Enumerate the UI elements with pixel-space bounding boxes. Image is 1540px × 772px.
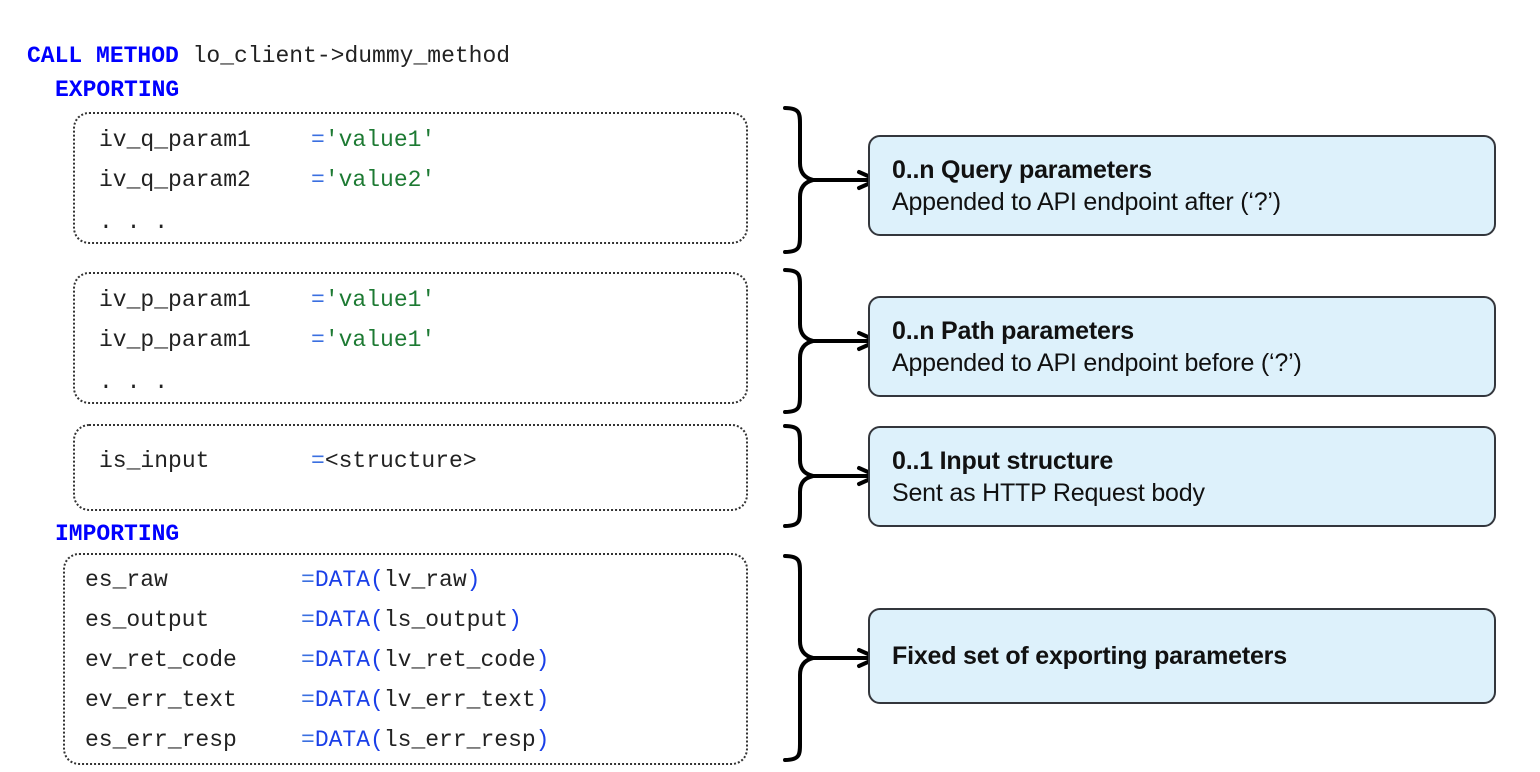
code-line: es_err_resp=DATA(ls_err_resp) bbox=[85, 727, 550, 753]
data-variable: lv_err_text bbox=[383, 687, 536, 713]
code-line-ellipsis: . . . bbox=[99, 369, 169, 395]
connector-brace-arrow-query bbox=[783, 106, 879, 254]
connector-brace-arrow-importing bbox=[783, 554, 879, 762]
param-name: es_output bbox=[85, 607, 210, 633]
call-method-keyword: CALL METHOD bbox=[27, 43, 179, 69]
callout-query-parameters: 0..n Query parameters Appended to API en… bbox=[868, 135, 1496, 236]
call-method-statement: CALL METHOD lo_client->dummy_method bbox=[27, 43, 510, 69]
connector-brace-arrow-input bbox=[783, 424, 879, 528]
data-keyword: DATA bbox=[314, 567, 371, 593]
callout-subtitle: Sent as HTTP Request body bbox=[892, 478, 1205, 507]
assign-operator: = bbox=[301, 647, 315, 673]
callout-input-structure: 0..1 Input structure Sent as HTTP Reques… bbox=[868, 426, 1496, 527]
code-line: es_output=DATA(ls_output) bbox=[85, 607, 522, 633]
data-variable: ls_output bbox=[383, 607, 509, 633]
param-value: 'value1' bbox=[324, 327, 436, 353]
param-name: ev_err_text bbox=[85, 687, 237, 713]
assign-operator: = bbox=[311, 127, 325, 153]
assign-operator: = bbox=[301, 607, 315, 633]
code-line: iv_q_param1 ='value1' bbox=[99, 129, 435, 152]
callout-subtitle: Appended to API endpoint after (‘?’) bbox=[892, 187, 1281, 216]
param-name: is_input bbox=[99, 448, 210, 474]
code-line: ev_err_text=DATA(lv_err_text) bbox=[85, 687, 550, 713]
importing-keyword: IMPORTING bbox=[55, 521, 180, 547]
code-line: iv_p_param1 ='value1' bbox=[99, 329, 435, 352]
param-value: 'value2' bbox=[324, 167, 436, 193]
code-line-ellipsis: . . . bbox=[99, 209, 169, 235]
code-box-importing-parameters: es_raw=DATA(lv_raw) es_output=DATA(ls_ou… bbox=[63, 553, 748, 765]
data-variable: lv_ret_code bbox=[383, 647, 536, 673]
data-keyword: DATA bbox=[314, 727, 371, 753]
data-keyword: DATA bbox=[314, 607, 371, 633]
data-variable: ls_err_resp bbox=[383, 727, 536, 753]
param-name: es_err_resp bbox=[85, 727, 237, 753]
data-keyword: DATA bbox=[314, 647, 371, 673]
assign-operator: = bbox=[311, 287, 325, 313]
callout-path-parameters: 0..n Path parameters Appended to API end… bbox=[868, 296, 1496, 397]
param-name: iv_q_param1 bbox=[99, 127, 251, 153]
code-line: es_raw=DATA(lv_raw) bbox=[85, 567, 481, 593]
exporting-keyword: EXPORTING bbox=[55, 77, 180, 103]
param-name: iv_q_param2 bbox=[99, 167, 251, 193]
param-value: 'value1' bbox=[324, 127, 436, 153]
call-method-target: lo_client->dummy_method bbox=[178, 43, 511, 69]
assign-operator: = bbox=[311, 448, 325, 474]
code-line: is_input =<structure> bbox=[99, 450, 477, 473]
code-box-query-parameters: iv_q_param1='value1' iv_q_param2='value2… bbox=[73, 112, 748, 244]
data-keyword: DATA bbox=[314, 687, 371, 713]
callout-fixed-exporting-parameters: Fixed set of exporting parameters bbox=[868, 608, 1496, 704]
data-variable: lv_raw bbox=[383, 567, 467, 593]
assign-operator: = bbox=[301, 687, 315, 713]
code-line: iv_q_param2 ='value2' bbox=[99, 169, 435, 192]
callout-title: Fixed set of exporting parameters bbox=[892, 642, 1287, 670]
callout-subtitle: Appended to API endpoint before (‘?’) bbox=[892, 348, 1302, 377]
assign-operator: = bbox=[311, 327, 325, 353]
callout-title: 0..n Query parameters bbox=[892, 155, 1152, 184]
assign-operator: = bbox=[301, 567, 315, 593]
param-name: ev_ret_code bbox=[85, 647, 237, 673]
callout-title: 0..n Path parameters bbox=[892, 316, 1134, 345]
assign-operator: = bbox=[311, 167, 325, 193]
connector-brace-arrow-path bbox=[783, 268, 879, 414]
code-line: ev_ret_code=DATA(lv_ret_code) bbox=[85, 647, 550, 673]
assign-operator: = bbox=[301, 727, 315, 753]
callout-title: 0..1 Input structure bbox=[892, 446, 1114, 475]
code-line: iv_p_param1 ='value1' bbox=[99, 289, 435, 312]
param-name: es_raw bbox=[85, 567, 168, 593]
code-box-path-parameters: iv_p_param1='value1' iv_p_param1='value1… bbox=[73, 272, 748, 404]
param-name: iv_p_param1 bbox=[99, 327, 251, 353]
param-name: iv_p_param1 bbox=[99, 287, 251, 313]
param-value: 'value1' bbox=[324, 287, 436, 313]
abap-code-block: CALL METHOD lo_client->dummy_method EXPO… bbox=[27, 43, 748, 765]
code-box-input-structure: is_input =<structure> bbox=[73, 424, 748, 511]
param-value: <structure> bbox=[324, 448, 477, 474]
